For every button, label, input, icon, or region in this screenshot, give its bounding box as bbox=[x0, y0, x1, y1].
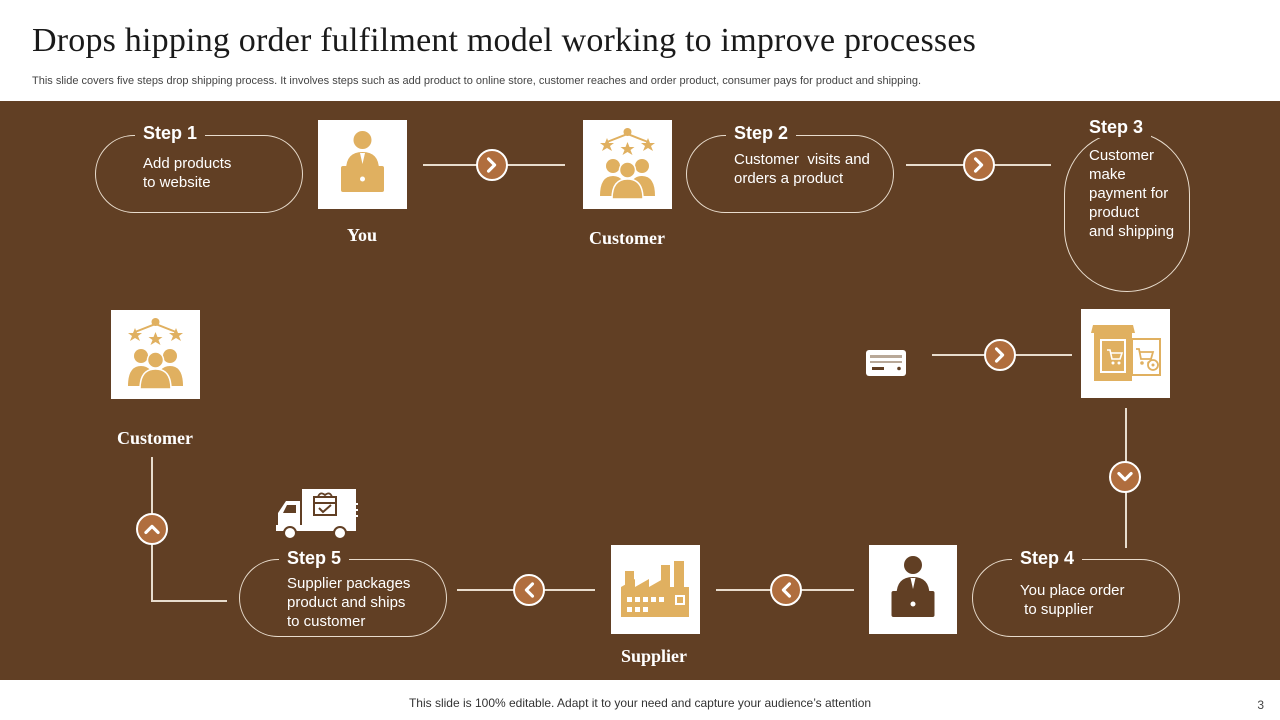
caption-customer-left: Customer bbox=[117, 428, 193, 448]
arrow-right-icon bbox=[476, 149, 508, 181]
arrow-right-icon bbox=[963, 149, 995, 181]
step-5-label: Step 5 bbox=[279, 547, 350, 569]
factory-icon bbox=[621, 561, 689, 617]
step-4-label: Step 4 bbox=[1012, 547, 1083, 569]
step-2-line: orders a product bbox=[734, 170, 844, 187]
page-number: 3 bbox=[1257, 698, 1264, 712]
credit-card-icon bbox=[865, 349, 907, 377]
caption-you: You bbox=[346, 225, 377, 245]
step-2-line: Customer visits and bbox=[734, 151, 870, 168]
person-laptop-icon bbox=[341, 131, 384, 192]
slide-subtitle: This slide covers five steps drop shippi… bbox=[32, 75, 922, 87]
footer-text: This slide is 100% editable. Adapt it to… bbox=[408, 696, 872, 710]
step-4-line: to supplier bbox=[1020, 601, 1094, 618]
arrow-left-icon bbox=[770, 574, 802, 606]
step-3-line: make bbox=[1089, 166, 1126, 183]
slide-footer: This slide is 100% editable. Adapt it to… bbox=[0, 680, 1280, 720]
step-3-line: payment for bbox=[1089, 185, 1169, 202]
step-5-text: Supplier packages product and ships to c… bbox=[287, 574, 410, 631]
customer-group-rating-icon bbox=[600, 128, 655, 200]
caption-supplier: Supplier bbox=[620, 646, 688, 666]
step-5-line: to customer bbox=[287, 613, 366, 630]
customer-left-icon-box bbox=[111, 310, 200, 399]
customer-group-rating-icon bbox=[128, 318, 183, 390]
step-1-label: Step 1 bbox=[135, 122, 206, 144]
step-1-line: Add products bbox=[143, 155, 232, 172]
arrow-left-icon bbox=[513, 574, 545, 606]
you-order-icon-box bbox=[869, 545, 957, 634]
delivery-truck-icon bbox=[274, 487, 360, 543]
person-laptop-icon bbox=[891, 556, 935, 617]
step-4-text: You place order to supplier bbox=[1020, 581, 1125, 619]
arrow-right-icon bbox=[984, 339, 1016, 371]
step-1-line: to website bbox=[143, 174, 211, 191]
slide-title: Drops hipping order fulfilment model wor… bbox=[32, 22, 977, 59]
diagram-panel: Step 1 Add products to website You bbox=[0, 101, 1280, 680]
step-4-line: You place order bbox=[1020, 582, 1125, 599]
step-2-label: Step 2 bbox=[726, 122, 797, 144]
arrow-up-icon bbox=[136, 513, 168, 545]
step-1-text: Add products to website bbox=[143, 154, 231, 192]
arrow-down-icon bbox=[1109, 461, 1141, 493]
caption-customer-top: Customer bbox=[589, 228, 665, 248]
step-5-line: product and ships bbox=[287, 594, 406, 611]
step-3-text: Customer make payment for product and sh… bbox=[1089, 146, 1174, 241]
online-store-cart-icon bbox=[1091, 325, 1161, 381]
online-store-icon-box bbox=[1081, 309, 1170, 398]
step-3-line: product bbox=[1089, 204, 1140, 221]
step-2-text: Customer visits and orders a product bbox=[734, 150, 870, 188]
step-5-line: Supplier packages bbox=[287, 575, 411, 592]
step-3-line: Customer bbox=[1089, 147, 1155, 164]
connector-line bbox=[151, 600, 227, 602]
customer-top-icon-box bbox=[583, 120, 672, 209]
step-3-line: and shipping bbox=[1089, 223, 1175, 240]
you-icon-box bbox=[318, 120, 407, 209]
supplier-icon-box bbox=[611, 545, 700, 634]
step-3-label: Step 3 bbox=[1081, 116, 1152, 138]
